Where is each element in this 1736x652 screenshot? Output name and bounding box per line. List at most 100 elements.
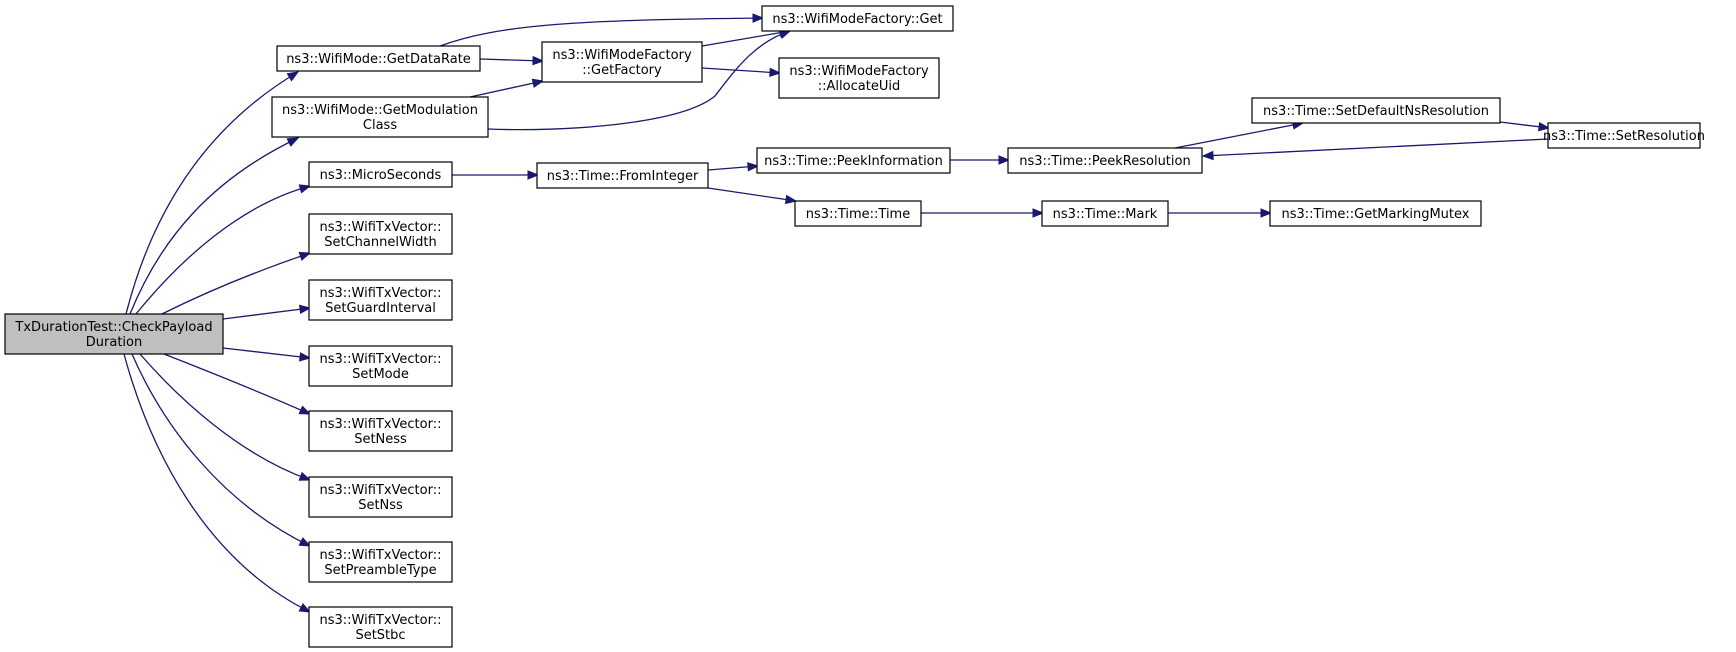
node-setstbc[interactable]: ns3::WifiTxVector::SetStbc: [308, 606, 453, 648]
edge-root-to-setstbc: [123, 353, 312, 613]
edge-microseconds-to-frominteger: [452, 170, 540, 180]
edge-frominteger-to-timetime: [707, 187, 798, 205]
node-label: ns3::WifiTxVector::: [319, 483, 441, 498]
arrowhead-icon: [298, 304, 312, 315]
node-label: ns3::WifiTxVector::: [319, 417, 441, 432]
edge-getdatarate-to-factoryget: [439, 13, 765, 47]
arrowhead-icon: [1032, 208, 1045, 218]
edge-line: [487, 30, 791, 131]
arrowhead-icon: [298, 602, 312, 613]
edge-line: [1174, 122, 1304, 149]
node-label: SetStbc: [355, 628, 405, 643]
edge-getmodclass-to-getfactory: [469, 78, 545, 98]
node-label: ns3::WifiTxVector::: [319, 613, 441, 628]
node-box: [308, 279, 453, 321]
node-label: TxDurationTest::CheckPayload: [14, 320, 212, 335]
edge-line: [161, 252, 311, 315]
node-label: SetPreambleType: [324, 563, 436, 578]
arrowhead-icon: [298, 184, 312, 194]
node-label: ns3::MicroSeconds: [320, 168, 442, 183]
node-box: [1041, 200, 1169, 227]
edge-root-to-setnss: [139, 353, 312, 481]
node-timetime[interactable]: ns3::Time::Time: [794, 200, 922, 227]
edge-line: [139, 353, 311, 481]
node-label: ns3::Time::SetResolution: [1543, 129, 1705, 144]
edge-root-to-microseconds: [135, 184, 312, 315]
node-setnss[interactable]: ns3::WifiTxVector::SetNss: [308, 476, 453, 518]
nodes-layer: TxDurationTest::CheckPayloadDurationns3:…: [4, 5, 1705, 648]
edge-root-to-setmode: [222, 347, 312, 362]
node-label: SetNss: [358, 498, 403, 513]
edge-getfactory-to-allocateuid: [701, 67, 782, 78]
arrowhead-icon: [299, 352, 312, 362]
arrowhead-icon: [532, 55, 545, 66]
node-getfactory[interactable]: ns3::WifiModeFactory::GetFactory: [541, 41, 703, 83]
node-peekresolution[interactable]: ns3::Time::PeekResolution: [1007, 147, 1203, 174]
arrowhead-icon: [298, 405, 312, 415]
node-factoryget[interactable]: ns3::WifiModeFactory::Get: [761, 5, 954, 32]
node-box: [308, 541, 453, 583]
node-box: [778, 57, 940, 99]
edge-line: [129, 137, 299, 315]
arrowhead-icon: [298, 471, 312, 481]
node-label: ns3::WifiMode::GetDataRate: [286, 52, 471, 67]
node-setresolution[interactable]: ns3::Time::SetResolution: [1543, 122, 1705, 149]
edge-line: [131, 353, 311, 547]
edge-peekinformation-to-peekresolution: [950, 155, 1011, 165]
arrowhead-icon: [1260, 208, 1273, 218]
node-mark[interactable]: ns3::Time::Mark: [1041, 200, 1169, 227]
arrowhead-icon: [286, 71, 300, 82]
node-setpreambletype[interactable]: ns3::WifiTxVector::SetPreambleType: [308, 541, 453, 583]
node-setdefaultns[interactable]: ns3::Time::SetDefaultNsResolution: [1251, 97, 1501, 124]
node-setguardinterval[interactable]: ns3::WifiTxVector::SetGuardInterval: [308, 279, 453, 321]
edge-mark-to-getmarkingmutex: [1168, 208, 1273, 218]
node-box: [308, 161, 453, 188]
arrowhead-icon: [747, 162, 760, 172]
arrowhead-icon: [752, 13, 765, 23]
arrowhead-icon: [1538, 122, 1551, 132]
edge-root-to-getdatarate: [125, 71, 300, 315]
edge-line: [701, 30, 791, 47]
edge-peekresolution-to-setdefaultns: [1174, 120, 1305, 149]
node-label: ns3::Time::Time: [806, 207, 910, 222]
edge-line: [479, 58, 544, 62]
node-box: [308, 606, 453, 648]
node-setmode[interactable]: ns3::WifiTxVector::SetMode: [308, 345, 453, 387]
node-box: [541, 41, 703, 83]
node-box: [536, 162, 709, 189]
edge-line: [222, 347, 311, 359]
node-allocateuid[interactable]: ns3::WifiModeFactory::AllocateUid: [778, 57, 940, 99]
node-frominteger[interactable]: ns3::Time::FromInteger: [536, 162, 709, 189]
node-box: [308, 345, 453, 387]
arrowhead-icon: [1201, 150, 1214, 161]
node-label: ns3::Time::SetDefaultNsResolution: [1263, 104, 1489, 119]
node-peekinformation[interactable]: ns3::Time::PeekInformation: [756, 147, 951, 174]
edge-root-to-getmodclass: [129, 137, 300, 315]
edge-root-to-setchannelwidth: [161, 251, 312, 315]
node-label: ns3::WifiTxVector::: [319, 548, 441, 563]
edge-root-to-setguardinterval: [222, 304, 312, 320]
node-label: ns3::Time::GetMarkingMutex: [1282, 207, 1470, 222]
node-box: [308, 213, 453, 255]
node-label: SetNess: [354, 432, 407, 447]
node-label: SetGuardInterval: [325, 301, 436, 316]
node-label: ::GetFactory: [582, 63, 662, 78]
edge-line: [701, 67, 781, 74]
node-setchannelwidth[interactable]: ns3::WifiTxVector::SetChannelWidth: [308, 213, 453, 255]
arrowhead-icon: [286, 137, 300, 147]
node-setness[interactable]: ns3::WifiTxVector::SetNess: [308, 410, 453, 452]
node-microseconds[interactable]: ns3::MicroSeconds: [308, 161, 453, 188]
edge-line: [469, 80, 544, 98]
node-label: SetMode: [352, 367, 409, 382]
node-box: [756, 147, 951, 174]
node-getdatarate[interactable]: ns3::WifiMode::GetDataRate: [276, 45, 481, 72]
edge-setresolution-to-peekresolution: [1201, 138, 1549, 161]
node-label: Duration: [86, 335, 142, 350]
node-box: [1007, 147, 1203, 174]
node-getmarkingmutex[interactable]: ns3::Time::GetMarkingMutex: [1269, 200, 1482, 227]
arrowhead-icon: [531, 78, 545, 88]
node-box: [794, 200, 922, 227]
